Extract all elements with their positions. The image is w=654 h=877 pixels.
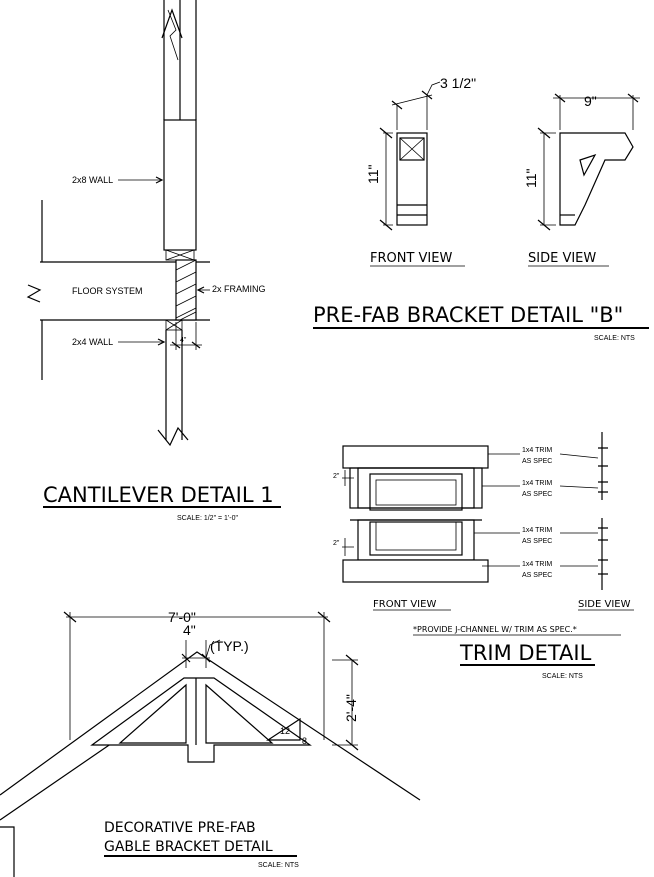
trim-dim-top: 2" — [333, 473, 340, 480]
trim-note: *PROVIDE J-CHANNEL W/ TRIM AS SPEC.* — [413, 625, 577, 634]
trim-label-4-spec: AS SPEC — [522, 572, 552, 579]
gable-dim-member: 4" — [183, 622, 196, 638]
gable-pitch-run: 12 — [280, 726, 290, 736]
bracket-b-detail: 3 1/2" 9" 11" 11" FRONT VIEW SIDE VIEW P… — [313, 75, 649, 342]
trim-scale: SCALE: NTS — [542, 673, 583, 680]
trim-label-2: 1x4 TRIM — [522, 480, 552, 487]
trim-dim-bottom: 2" — [333, 540, 340, 547]
trim-detail: 2" 2" 1x4 TRIM AS SPEC 1x4 TRIM AS SPEC … — [333, 432, 634, 680]
trim-label-2-spec: AS SPEC — [522, 491, 552, 498]
cantilever-title: CANTILEVER DETAIL 1 — [43, 483, 274, 507]
cantilever-floor-system-label: FLOOR SYSTEM — [72, 286, 143, 296]
trim-label-3-spec: AS SPEC — [522, 538, 552, 545]
cantilever-detail: 2x8 WALL FLOOR SYSTEM 2x FRAMING 2x4 WAL… — [26, 0, 281, 522]
trim-title: TRIM DETAIL — [459, 641, 592, 665]
gable-scale: SCALE: NTS — [258, 862, 299, 869]
trim-label-1: 1x4 TRIM — [522, 447, 552, 454]
gable-dim-typ: (TYP.) — [210, 638, 249, 654]
gable-dim-height: 2'-4" — [343, 694, 359, 722]
gable-dim-width: 7'-0" — [168, 609, 196, 625]
cantilever-dim-4: 4" — [180, 337, 187, 344]
trim-label-1-spec: AS SPEC — [522, 458, 552, 465]
trim-front-view-label: FRONT VIEW — [373, 599, 436, 610]
cantilever-scale: SCALE: 1/2" = 1'-0" — [177, 515, 238, 522]
trim-label-4: 1x4 TRIM — [522, 561, 552, 568]
bracket-b-title: PRE-FAB BRACKET DETAIL "B" — [313, 303, 623, 327]
trim-label-3: 1x4 TRIM — [522, 527, 552, 534]
gable-pitch-rise: 8 — [302, 736, 307, 746]
bracket-dim-height-side: 11" — [523, 168, 539, 188]
bracket-side-view-label: SIDE VIEW — [528, 251, 596, 266]
gable-title-line-2: GABLE BRACKET DETAIL — [104, 839, 273, 855]
gable-title-line-1: DECORATIVE PRE-FAB — [104, 820, 256, 836]
cantilever-2x-framing-label: 2x FRAMING — [212, 284, 266, 294]
cantilever-2x8-wall-label: 2x8 WALL — [72, 175, 113, 185]
bracket-dim-width: 3 1/2" — [440, 75, 476, 91]
gable-bracket-detail: 7'-0" 4" (TYP.) 2'-4" 12 8 DECORATIVE PR… — [0, 609, 421, 869]
sheet-border-fragment — [0, 826, 15, 877]
bracket-dim-height-front: 11" — [365, 164, 381, 184]
cantilever-2x4-wall-label: 2x4 WALL — [72, 337, 113, 347]
bracket-b-scale: SCALE: NTS — [594, 335, 635, 342]
trim-side-view-label: SIDE VIEW — [578, 599, 631, 610]
bracket-front-view-label: FRONT VIEW — [370, 251, 452, 266]
bracket-dim-depth: 9" — [584, 93, 597, 109]
